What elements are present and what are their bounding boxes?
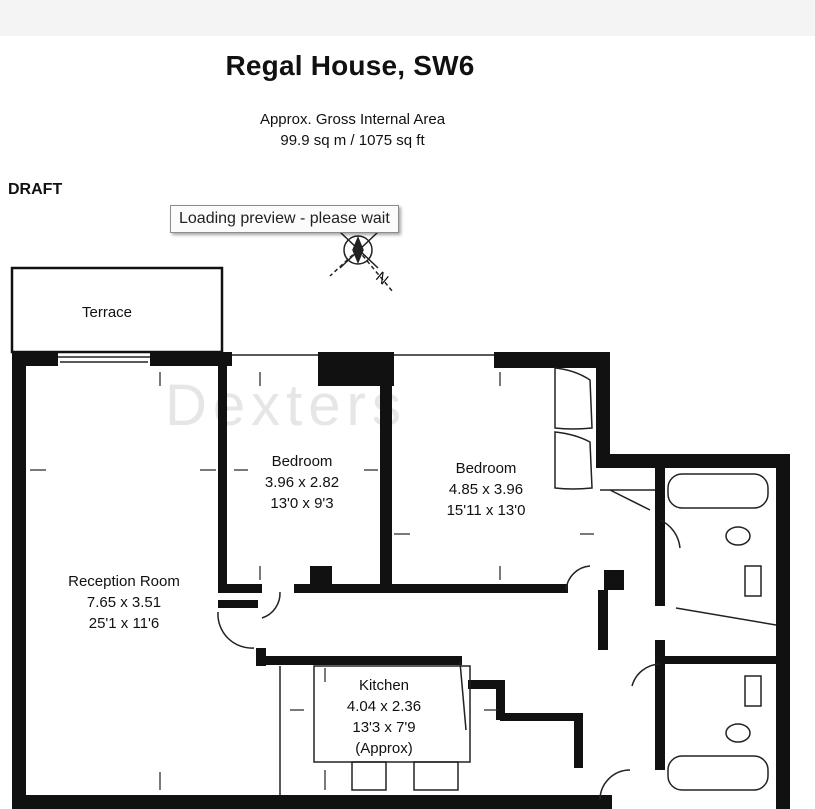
interior-walls <box>218 358 778 770</box>
bedroom-1-label: Bedroom <box>272 453 333 470</box>
compass-north-letter: N <box>372 269 391 289</box>
browser-top-strip <box>0 0 815 36</box>
reception-room-imperial: 25'1 x 11'6 <box>89 615 160 632</box>
kitchen-metric: 4.04 x 2.36 <box>347 698 421 715</box>
dimension-arrows <box>30 372 594 790</box>
bedroom-1-metric: 3.96 x 2.82 <box>265 474 339 491</box>
terrace-label: Terrace <box>82 304 132 321</box>
bedroom-2-label: Bedroom <box>456 460 517 477</box>
compass-icon <box>329 231 394 293</box>
reception-room-label: Reception Room <box>68 573 180 590</box>
area-label: Approx. Gross Internal Area <box>259 111 446 128</box>
draft-label: DRAFT <box>8 181 63 198</box>
fittings <box>58 354 777 801</box>
bedroom-1-imperial: 13'0 x 9'3 <box>270 495 333 512</box>
kitchen-label: Kitchen <box>359 677 409 694</box>
kitchen-imperial: 13'3 x 7'9 <box>352 719 415 736</box>
bedroom-2-metric: 4.85 x 3.96 <box>449 481 523 498</box>
exterior-walls <box>12 352 790 809</box>
terrace-outline <box>10 266 224 354</box>
reception-room-metric: 7.65 x 3.51 <box>87 594 161 611</box>
kitchen-note: (Approx) <box>355 740 413 757</box>
area-value: 99.9 sq m / 1075 sq ft <box>280 132 425 149</box>
floorplan-title: Regal House, SW6 <box>225 50 475 81</box>
loading-preview-tooltip: Loading preview - please wait <box>170 205 399 233</box>
bedroom-2-imperial: 15'11 x 13'0 <box>447 502 526 519</box>
